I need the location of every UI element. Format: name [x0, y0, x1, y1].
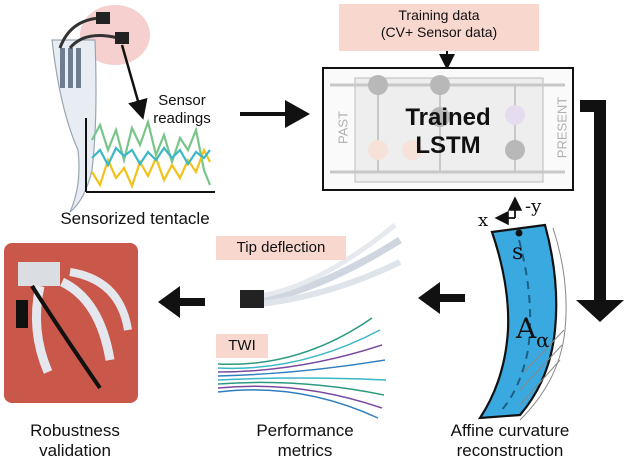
alpha-symbol: α: [536, 328, 550, 352]
hatch: [519, 359, 561, 406]
tip-deflection-illustration: [240, 223, 402, 308]
origin-point: [515, 229, 523, 237]
twi-curve: [217, 344, 383, 373]
robustness-caption-line1: Robustness: [30, 421, 120, 440]
lstm-past-label: PAST: [335, 111, 351, 144]
robustness-caption-line2: validation: [39, 441, 111, 460]
training-data-line2: (CV+ Sensor data): [380, 24, 498, 40]
twi-curve: [217, 317, 373, 366]
twi-box: TWI: [216, 334, 268, 358]
sensor-strip: [76, 48, 81, 88]
gripper-base: [18, 262, 60, 286]
arc-length-symbol: s: [512, 240, 524, 265]
lstm-title-line1: Trained: [405, 104, 491, 131]
tanh-node: [505, 105, 525, 125]
sigmoid-node: [402, 140, 422, 160]
affine-a-symbol: A: [516, 312, 537, 345]
cable-connector: [115, 32, 129, 44]
deflected-tentacle: [259, 259, 402, 307]
robustness-caption: Robustness validation: [10, 421, 140, 461]
affine-caption-line2: reconstruction: [456, 441, 564, 460]
arrow-to-affine: [576, 100, 624, 322]
performance-caption: Performance metrics: [240, 421, 370, 461]
lstm-title: Trained LSTM: [388, 104, 508, 160]
signal-teal-line: [91, 146, 211, 168]
reference-outline: [519, 227, 567, 421]
performance-caption-line1: Performance: [256, 421, 354, 440]
grasped-object: [30, 284, 102, 390]
tentacle-shape: [477, 223, 558, 420]
lstm-diagram: [322, 67, 574, 191]
signal-yellow-line: [91, 147, 211, 190]
cable-connector: [96, 12, 110, 24]
twi-curve: [217, 385, 383, 409]
twi-curve: [217, 329, 381, 370]
multiply-gate: [505, 140, 525, 160]
axis-neg-y-label: -y: [525, 196, 542, 217]
lstm-present-label: PRESENT: [554, 96, 570, 159]
lstm-cell: [354, 77, 544, 183]
sensor-cable: [58, 16, 101, 49]
gripper-finger: [69, 268, 132, 331]
sigmoid-node: [368, 140, 388, 160]
sensor-strip: [68, 48, 73, 88]
readings-arrow: [120, 44, 148, 120]
hatch: [519, 344, 563, 391]
performance-caption-line2: metrics: [277, 441, 333, 460]
twi-curve: [217, 389, 379, 419]
add-gate: [430, 75, 450, 95]
affine-curvature-illustration: [477, 196, 567, 421]
multiply-gate: [368, 75, 388, 95]
arrow-to-metrics: [418, 282, 465, 314]
sensor-readings-line1: Sensor: [158, 92, 206, 109]
sensor-readings-label: Sensor readings: [142, 92, 222, 128]
centerline: [499, 239, 532, 413]
sensor-strip: [60, 48, 65, 88]
tentacle-body: [51, 39, 97, 213]
lstm-title-line2: LSTM: [415, 132, 481, 159]
sensor-readings-plot: [85, 118, 215, 193]
hatch: [523, 329, 565, 373]
arrow-to-lstm: [240, 100, 310, 128]
sensor-readings-line2: readings: [153, 110, 211, 127]
training-data-line1: Training data: [398, 7, 480, 23]
sensorized-tentacle-label: Sensorized tentacle: [60, 209, 210, 228]
deflected-tentacle: [259, 223, 397, 299]
tip-deflection-box: Tip deflection: [216, 236, 346, 260]
sensorized-tentacle-illustration: [51, 5, 150, 213]
affine-caption: Affine curvature reconstruction: [430, 421, 590, 461]
twi-curve: [217, 381, 385, 396]
arrow-to-robustness: [158, 286, 205, 318]
tentacle-mount: [240, 290, 264, 308]
signal-green-line: [91, 118, 212, 186]
affine-caption-line1: Affine curvature: [450, 421, 570, 440]
deflected-tentacle: [259, 237, 402, 304]
sensor-cable: [68, 34, 119, 50]
axis-x-label: x: [478, 210, 489, 231]
twi-curve: [217, 377, 387, 381]
twi-illustration: [217, 317, 387, 419]
gripper-finger: [59, 277, 115, 361]
twi-curve: [217, 359, 386, 377]
grasped-object: [16, 300, 28, 328]
multiply-gate: [430, 107, 450, 127]
training-data-box: Training data (CV+ Sensor data): [339, 4, 539, 51]
robustness-photo: [4, 243, 138, 403]
